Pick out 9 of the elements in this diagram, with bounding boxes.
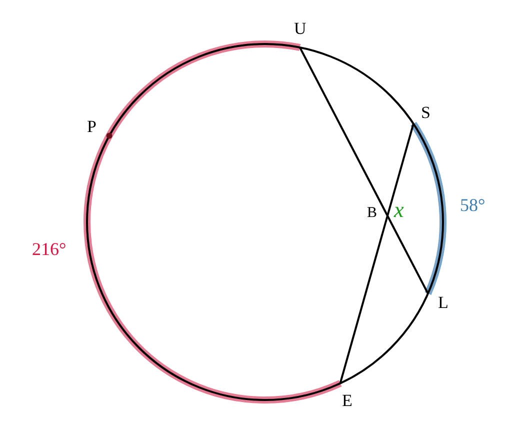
angle-label: x [394, 199, 404, 221]
point-label: E [342, 392, 352, 409]
point-label: L [438, 294, 448, 311]
point-label: P [87, 118, 96, 135]
point-label: B [367, 206, 378, 221]
arc-measure: 58° [460, 196, 486, 214]
point-label: U [294, 20, 306, 37]
arc-measure: 216° [32, 240, 66, 258]
point-label: S [421, 104, 430, 121]
